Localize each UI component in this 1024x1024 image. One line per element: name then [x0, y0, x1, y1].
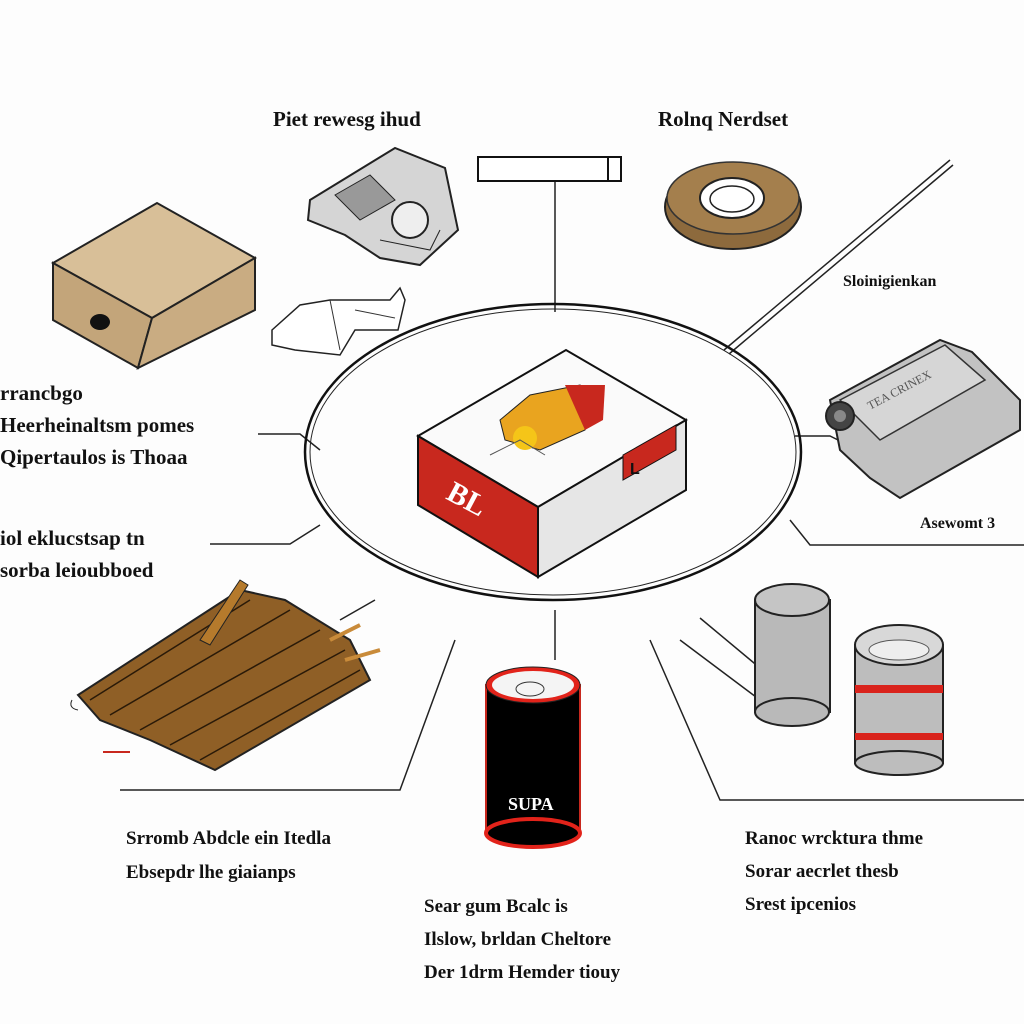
bracket-part-icon [271, 286, 406, 356]
label-bottom-center: Sear gum Bcalc is Ilslow, brldan Cheltor… [424, 896, 621, 983]
label-top-left: Piet rewesg ihud [273, 107, 421, 131]
label-bottom-right: Ranoc wrcktura thme Sorar aecrlet thesb … [745, 828, 924, 915]
connector-top-right-2 [728, 164, 954, 355]
label-right-upper: Sloinigienkan [843, 273, 937, 290]
top-connector-bar [477, 156, 622, 182]
label-bottom-left: Srromb Abdcle ein Itedla Ebsepdr lhe gia… [126, 828, 331, 883]
connector-top-right [723, 159, 951, 351]
striped-canister-icon [854, 624, 944, 776]
svg-text:L: L [630, 461, 640, 478]
central-product-box: BL L [416, 348, 688, 579]
battery-can-icon: SUPA [484, 666, 582, 849]
box-side-label: L [622, 424, 677, 481]
label-left-upper: rrancbgo Heerheinaltsm pomes Qipertaulos… [0, 381, 195, 469]
connector-bottom-right [649, 639, 1024, 801]
label-left-lower: iol eklucstsap tn sorba leioubboed [0, 526, 154, 582]
label-right-lower: Asewomt 3 [920, 515, 996, 532]
central-circle-inner [309, 308, 797, 596]
label-top-right: Rolnq Nerdset [658, 107, 789, 131]
connector-right-lower [789, 519, 1024, 546]
wood-planks-icon [70, 579, 381, 772]
bearing-ring-icon [664, 161, 802, 250]
metal-roller-icon: TEA CRINEX [825, 338, 1021, 500]
engine-part-icon [306, 146, 460, 267]
battery-label: SUPA [508, 794, 554, 814]
connector-to-wood [339, 599, 376, 621]
connector-bottom-left [120, 639, 456, 791]
connector-left-upper [258, 433, 321, 451]
connector-to-cylinder [699, 617, 761, 669]
cardboard-box-icon [50, 201, 258, 370]
gray-cylinder-icon [754, 583, 831, 727]
box-artwork [489, 384, 605, 456]
connector-left-lower [210, 524, 321, 545]
connector-lines [120, 159, 1024, 801]
central-circle [303, 302, 803, 602]
